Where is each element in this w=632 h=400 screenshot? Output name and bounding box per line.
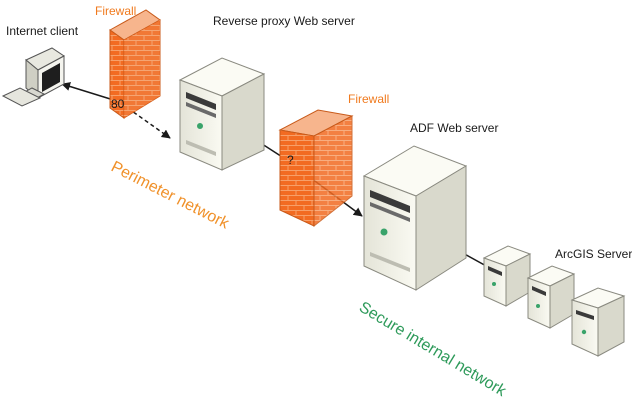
port-label-outer: 80 <box>111 97 125 111</box>
tower-server-icon <box>570 287 626 357</box>
label-firewall-outer: Firewall <box>95 4 136 18</box>
label-arcgis-server: ArcGIS Server <box>555 247 632 261</box>
label-reverse-proxy: Reverse proxy Web server <box>213 14 355 28</box>
brick-wall-icon <box>109 9 161 119</box>
zone-perimeter-network: Perimeter network <box>108 158 232 233</box>
port-label-inner: ? <box>287 153 294 167</box>
label-internet-client: Internet client <box>6 24 79 38</box>
tower-server-icon <box>526 265 576 329</box>
tower-server-icon <box>482 245 532 307</box>
label-firewall-inner: Firewall <box>348 92 389 106</box>
zone-secure-internal-network: Secure internal network <box>356 299 510 400</box>
brick-wall-icon <box>278 109 354 228</box>
tower-server-icon <box>178 57 266 171</box>
desktop-computer-icon <box>1 47 65 107</box>
label-adf-server: ADF Web server <box>410 121 498 135</box>
tower-server-icon <box>362 145 468 291</box>
